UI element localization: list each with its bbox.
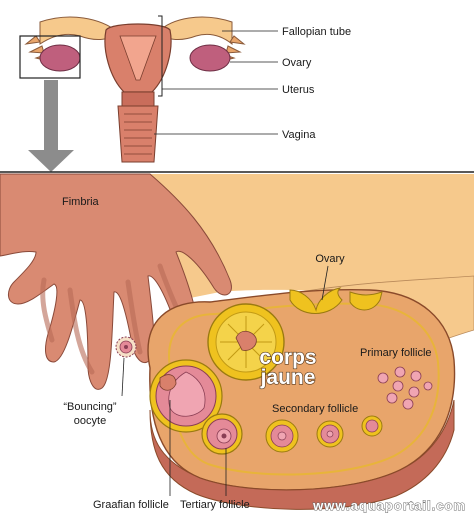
zoom-box — [19, 35, 81, 79]
ovary-bottom-label: Ovary — [315, 253, 345, 265]
secondary-follicle-2 — [316, 420, 344, 448]
cervix — [121, 91, 155, 107]
primary-follicles — [377, 366, 433, 410]
uterus-label: Uterus — [282, 84, 315, 96]
watermark: www.aquaportail.com — [312, 498, 466, 513]
vagina-canal — [117, 105, 159, 163]
uterus-bracket — [158, 15, 163, 97]
fallopian-tube-label: Fallopian tube — [282, 26, 351, 38]
graafian-follicle-label: Graafian follicle — [93, 499, 169, 511]
corpus-luteum — [207, 303, 285, 381]
ovary-right — [189, 44, 231, 72]
fimbria-shading — [40, 263, 187, 375]
graafian-follicle — [149, 359, 223, 433]
ovary-left — [39, 44, 81, 72]
detail-panel — [0, 173, 474, 510]
fimbria — [0, 173, 232, 390]
uterus-overview — [19, 15, 246, 163]
ovary-top-label: Ovary — [282, 57, 312, 69]
bouncing-oocyte-label-line1: “Bouncing” — [63, 401, 117, 413]
tertiary-follicle — [201, 413, 243, 455]
uterine-cavity — [119, 35, 157, 81]
secondary-follicle-3 — [361, 415, 383, 437]
bouncing-oocyte — [115, 336, 137, 358]
ovary-edge — [149, 399, 455, 510]
corpus-luteum-label-line1: corps — [259, 346, 316, 369]
zoom-arrow — [28, 80, 74, 172]
bouncing-oocyte-label-line2: oocyte — [74, 415, 106, 427]
secondary-follicle-1 — [265, 419, 299, 453]
ruptured-follicle — [289, 287, 383, 314]
vagina-label: Vagina — [282, 129, 316, 141]
tertiary-follicle-label: Tertiary follicle — [180, 499, 250, 511]
top-leader-lines — [154, 30, 278, 135]
corpus-luteum-label-line2: jaune — [260, 366, 316, 389]
primary-follicle-label: Primary follicle — [360, 347, 432, 359]
detail-leader-lines — [121, 265, 329, 496]
secondary-follicles — [265, 415, 383, 453]
vaginal-rugae — [124, 113, 152, 155]
secondary-follicle-label: Secondary follicle — [272, 403, 358, 415]
fimbria-label: Fimbria — [62, 196, 100, 208]
